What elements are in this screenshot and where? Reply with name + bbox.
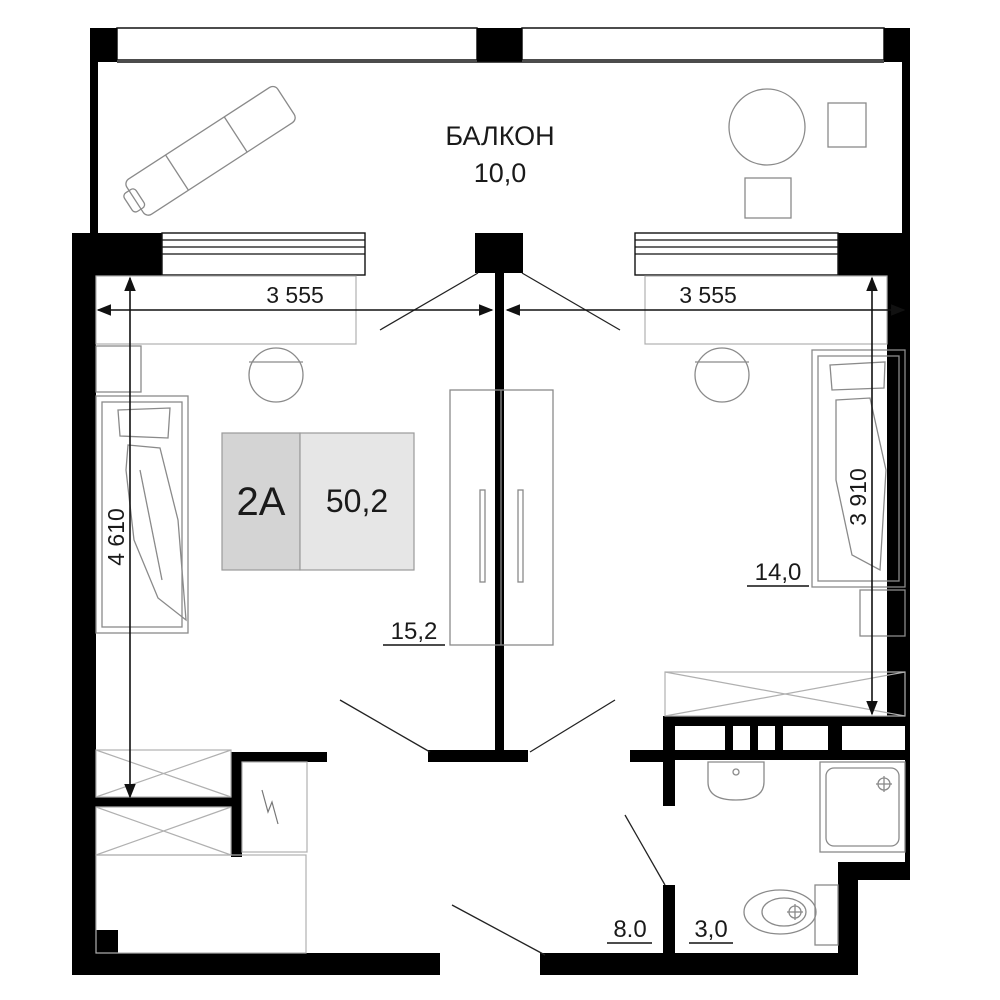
sun-lounger-icon [123,85,296,216]
nightstand-icon [859,589,906,637]
bathroom-fixtures [707,761,906,946]
left-room-furniture [95,345,554,646]
door-swing [379,272,479,331]
door-swing [529,699,616,753]
balcony-wall-right [902,60,910,235]
sink-icon [707,761,765,801]
balcony-wall-left [90,60,98,235]
balcony-post-left [90,28,117,62]
shower-tray-icon [819,761,906,853]
interior-walls [96,273,908,975]
bed-icon [95,395,189,634]
door-swing [521,272,621,331]
door-swing [339,699,431,753]
badge-area-box [299,432,415,571]
bed-icon [811,349,906,588]
balcony: БАЛКОН 10,0 [90,27,910,235]
door-swing [451,904,546,956]
balcony-post-center [477,28,522,62]
window-right [634,232,839,276]
chair-icon [827,102,867,148]
width-label-left: 3 555 [266,282,324,308]
width-label-right: 3 555 [679,282,737,308]
balcony-area: 10,0 [474,158,527,188]
height-label-right: 3 910 [845,468,871,526]
balcony-post-right [884,28,910,62]
room-area-bath: 3,0 [694,916,727,943]
dimension-lines: 3 555 3 555 4 610 3 910 [96,276,906,799]
chair-icon [744,177,792,219]
apartment-total-area: 50,2 [326,483,388,519]
height-label-left: 4 610 [103,508,129,566]
room-area-hall: 8.0 [613,916,646,943]
round-table-icon [728,88,806,166]
room-area-bedroom: 14,0 [755,559,802,586]
apartment-code: 2A [237,480,286,524]
armchair-icon [248,347,304,403]
right-room-furniture [694,347,906,637]
door-swing [624,814,666,886]
balcony-railing-left [116,27,478,61]
armchair-icon [694,347,750,403]
balcony-railing-right [521,27,885,61]
apartment-badge: 2A 50,2 [221,432,415,571]
partition-lines [95,275,906,954]
room-area-labels: 15,2 14,0 8.0 3,0 [383,559,809,944]
balcony-name: БАЛКОН [445,121,554,151]
window-left [161,232,366,276]
nightstand-icon [95,345,142,393]
room-area-living: 15,2 [391,618,438,645]
fridge-icon [261,789,279,825]
toilet-icon [743,884,839,946]
